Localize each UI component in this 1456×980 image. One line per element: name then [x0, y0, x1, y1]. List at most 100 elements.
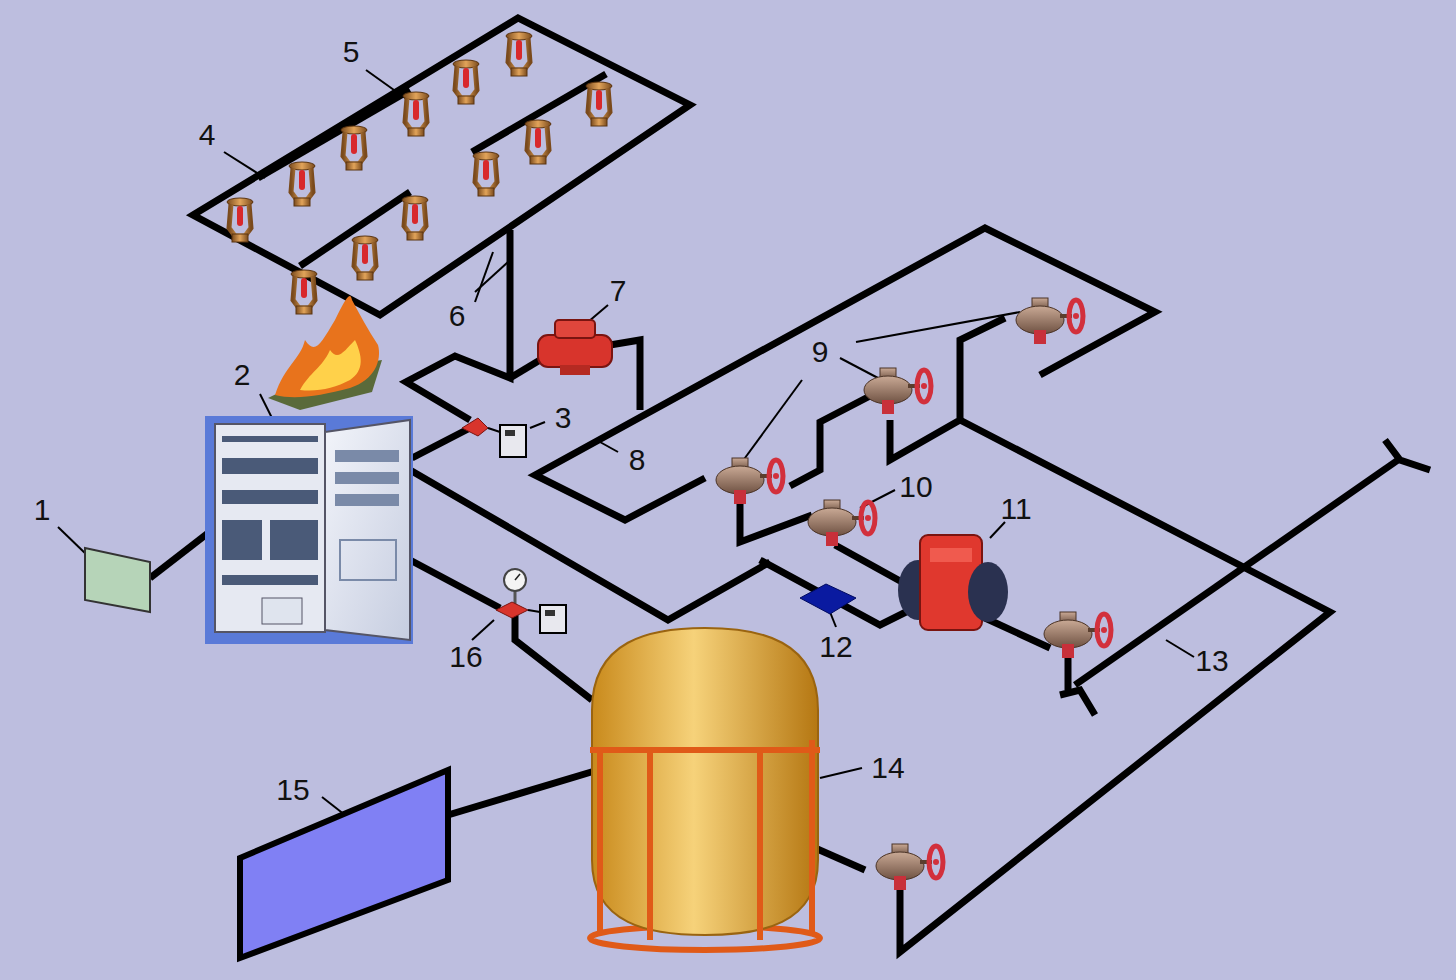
relay-block	[270, 520, 318, 560]
pipe	[790, 396, 870, 486]
cabinet-door	[325, 420, 410, 640]
flow-indicator	[462, 418, 526, 457]
branch-pipe	[258, 90, 410, 178]
callout-number: 6	[448, 301, 467, 331]
pipe	[510, 360, 540, 378]
callout-number: 10	[898, 472, 933, 502]
sprinkler-head	[341, 126, 367, 170]
fire-pump	[898, 535, 1008, 630]
leader-line	[1166, 640, 1194, 657]
sprinkler-head	[586, 82, 612, 126]
valve-foot	[560, 365, 590, 375]
gate-valve	[1044, 612, 1111, 658]
callout-number: 9	[811, 337, 830, 367]
breakers	[222, 490, 318, 504]
sprinkler-head	[525, 120, 551, 164]
flow-device	[800, 584, 856, 614]
callout-number: 4	[198, 120, 217, 150]
sprinkler-head	[453, 60, 479, 104]
transformer	[262, 598, 302, 624]
pressure-gauge	[504, 569, 526, 591]
sprinkler-head	[403, 92, 429, 136]
sprinkler-head	[289, 162, 315, 206]
callout-number: 16	[448, 642, 483, 672]
valve-cover	[555, 320, 595, 338]
leader-line	[366, 70, 408, 100]
pipe	[1075, 460, 1398, 685]
flow-switch	[462, 418, 488, 436]
alarm-box	[85, 548, 150, 612]
indicator-row	[335, 494, 399, 506]
pipe	[412, 428, 470, 458]
callout-number: 7	[609, 276, 628, 306]
pipe	[740, 502, 812, 542]
gate-valve	[1016, 298, 1083, 344]
switch-box	[500, 425, 526, 457]
leader-line	[600, 442, 618, 452]
breakers	[222, 458, 318, 474]
riser-pipe	[406, 230, 510, 420]
indicator-row	[335, 472, 399, 484]
leader-line	[475, 262, 508, 292]
pipe	[815, 848, 865, 870]
stand-ring	[590, 747, 820, 753]
cabinet-interior	[215, 424, 325, 632]
gate-valve	[876, 844, 943, 890]
tank-body	[592, 628, 818, 935]
callout-number: 12	[818, 632, 853, 662]
stand-leg	[597, 750, 603, 935]
pump-detail	[930, 548, 972, 562]
flame	[275, 296, 379, 397]
callout-number: 5	[342, 37, 361, 67]
switch-body	[496, 602, 528, 618]
leader-line	[820, 768, 862, 778]
callout-number: 1	[33, 495, 52, 525]
cabinet-components	[222, 436, 318, 624]
stand-leg	[647, 750, 653, 940]
callout-number: 14	[870, 753, 905, 783]
pressure-switch	[496, 569, 566, 633]
callout-number: 11	[999, 494, 1032, 524]
switch-detail	[545, 610, 555, 616]
door-panel	[340, 540, 396, 580]
leader-line	[58, 527, 88, 556]
pipe	[1065, 655, 1072, 690]
sprinkler-head	[473, 152, 499, 196]
sprinkler-head	[352, 236, 378, 280]
fire	[268, 296, 382, 410]
control-wire	[410, 470, 770, 620]
din-rail	[222, 436, 318, 442]
pump-flange	[968, 562, 1008, 622]
leader-line	[990, 522, 1005, 538]
sprinkler-head	[291, 270, 317, 314]
cabinet-backdrop	[205, 416, 413, 644]
switch-box	[540, 605, 566, 633]
sprinkler-head	[506, 32, 532, 76]
pressure-tank	[590, 628, 820, 950]
indicator-row	[335, 450, 399, 462]
water-tank-panel	[240, 770, 448, 958]
leader-line	[224, 152, 265, 178]
pipe	[448, 770, 598, 815]
leader-line	[830, 612, 836, 627]
stand-leg	[757, 750, 763, 940]
pipe	[610, 340, 640, 410]
tank-stand	[590, 740, 820, 940]
gate-valve	[864, 368, 931, 414]
gate-valve	[808, 500, 875, 546]
callout-number: 2	[233, 360, 252, 390]
stand-leg	[809, 740, 815, 935]
sprinkler-heads	[227, 32, 612, 314]
switch-detail	[505, 430, 515, 436]
signal-wire	[488, 428, 500, 432]
gauge-needle	[515, 574, 520, 580]
leader-line	[742, 380, 802, 462]
contactor	[222, 520, 262, 560]
leader-line	[856, 312, 1020, 342]
callout-number: 13	[1194, 646, 1229, 676]
hose-connection	[1385, 440, 1430, 470]
pipe	[900, 420, 1330, 952]
pipe	[760, 560, 920, 625]
